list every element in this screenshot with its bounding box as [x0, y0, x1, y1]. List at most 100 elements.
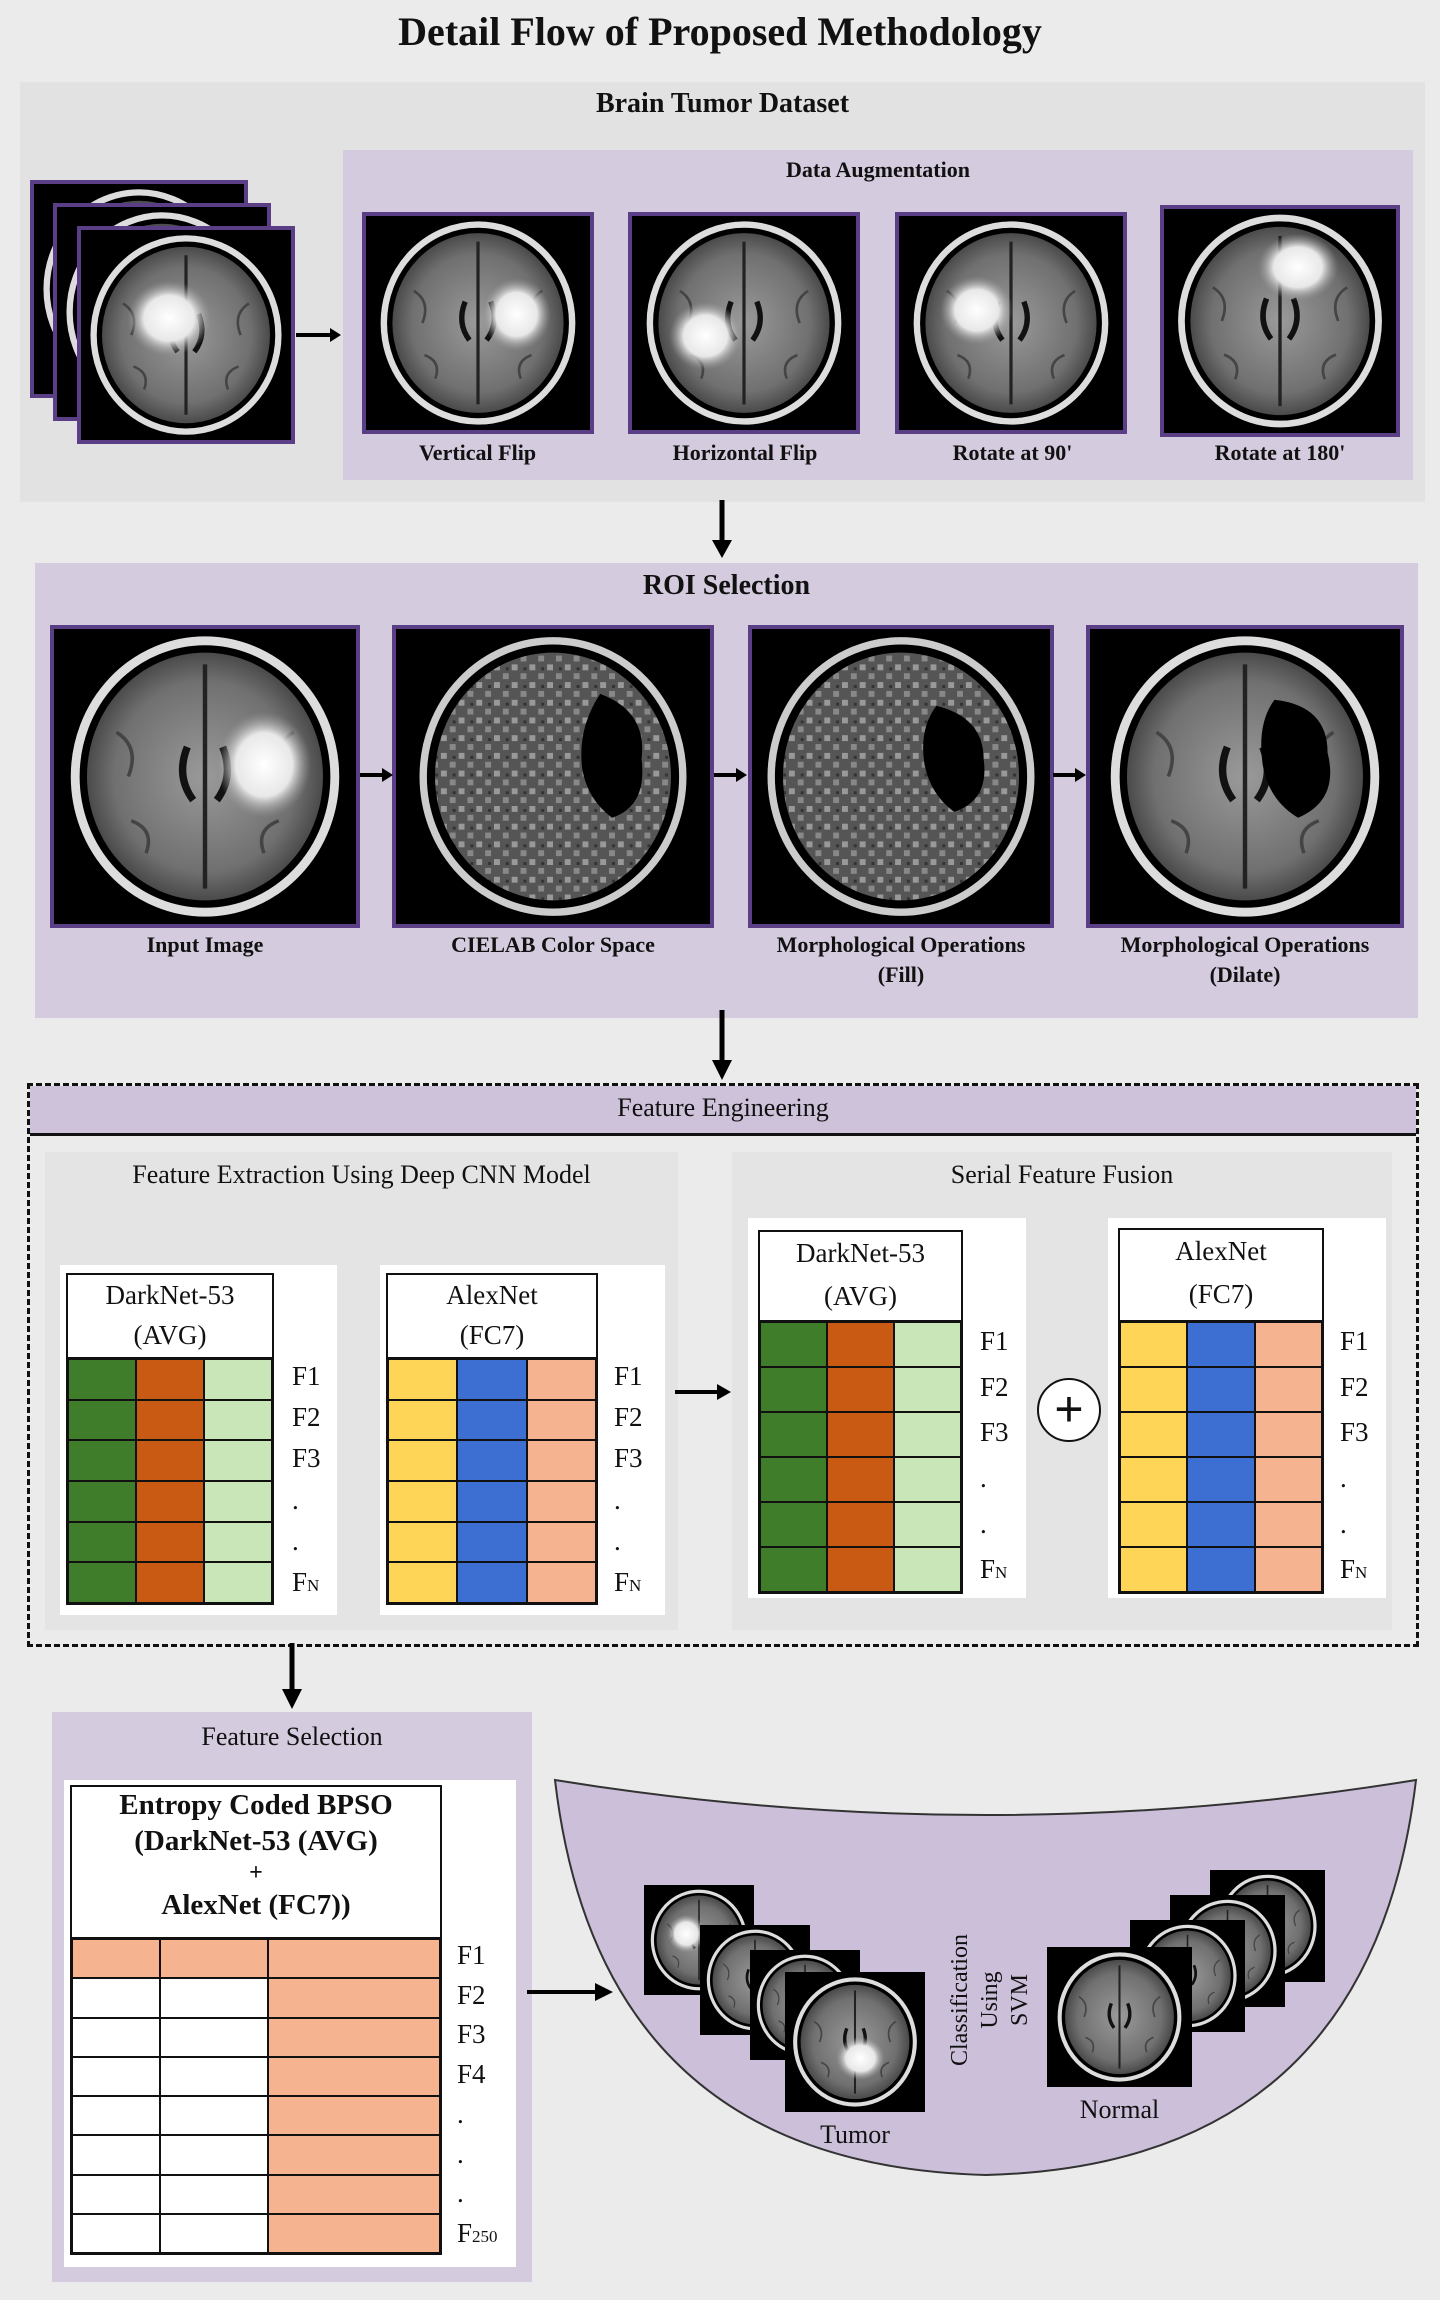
- feature-cell: [388, 1481, 458, 1522]
- arrow-to-augmentation: [296, 325, 341, 345]
- feature-cell: [268, 1939, 440, 1979]
- roi-input-image: [50, 625, 360, 928]
- feature-cell: [894, 1322, 961, 1367]
- feature-row-label: F3: [980, 1417, 1009, 1448]
- feature-cell: [760, 1502, 827, 1547]
- feature-cell: [136, 1481, 204, 1522]
- feature-cell: [894, 1367, 961, 1412]
- feature-cell: [760, 1367, 827, 1412]
- feature-row-subscript: N: [307, 1576, 320, 1596]
- feature-fusion-header: Serial Feature Fusion: [950, 1160, 1174, 1189]
- darknet-fusion-title: DarkNet-53 (AVG): [758, 1230, 963, 1322]
- augmentation-header: Data Augmentation: [786, 157, 970, 182]
- feature-row-label: FN: [1340, 1554, 1368, 1585]
- feature-cell: [72, 2096, 160, 2136]
- feature-row-label: .: [980, 1508, 987, 1539]
- roi-caption-fill: Morphological Operations (Fill): [776, 932, 1026, 987]
- roi-header: ROI Selection: [642, 570, 811, 601]
- feature-row-label: F3: [292, 1443, 321, 1474]
- feature-row-label: .: [614, 1484, 621, 1515]
- roi-arrow-3: [1053, 765, 1087, 785]
- feature-cell: [388, 1440, 458, 1481]
- feature-cell: [457, 1481, 527, 1522]
- feature-row-label: .: [614, 1526, 621, 1556]
- feature-cell: [1120, 1502, 1188, 1547]
- feature-cell: [72, 2174, 160, 2214]
- roi-dilate-image: [1086, 625, 1404, 928]
- feature-cell: [204, 1521, 272, 1563]
- dataset-image-input: [77, 226, 295, 444]
- feature-cell: [1254, 1412, 1322, 1457]
- feature-cell: [388, 1521, 458, 1563]
- alexnet-extraction-title: AlexNet (FC7): [386, 1273, 598, 1359]
- feature-row-label: F3: [457, 2019, 486, 2050]
- feature-cell: [1187, 1457, 1255, 1502]
- feature-cell: [1187, 1412, 1255, 1457]
- feature-row-label: F1: [1340, 1325, 1369, 1356]
- feature-row-label: .: [1340, 1462, 1347, 1493]
- feature-row-label: F2: [292, 1402, 321, 1432]
- feature-cell: [388, 1562, 458, 1603]
- classification-line-1: Classification: [947, 1934, 973, 2066]
- feature-row-label: F2: [980, 1371, 1009, 1402]
- feature-row-label: FN: [614, 1567, 642, 1598]
- feature-cell: [68, 1359, 136, 1400]
- feature-row-label: F1: [980, 1325, 1009, 1356]
- roi-arrow-2: [714, 765, 748, 785]
- feature-cell: [1187, 1502, 1255, 1547]
- feature-cell: [136, 1399, 204, 1441]
- feature-cell: [72, 2135, 160, 2175]
- feature-cell: [457, 1399, 527, 1441]
- alexnet-extraction-grid: [386, 1357, 598, 1605]
- feature-cell: [204, 1399, 272, 1441]
- feature-engineering-header: Feature Engineering: [30, 1086, 1416, 1136]
- dataset-header: Brain Tumor Dataset: [595, 88, 850, 119]
- feature-cell: [1187, 1547, 1255, 1592]
- aug-caption-horizontal-flip: Horizontal Flip: [672, 440, 818, 465]
- feature-cell: [268, 2056, 440, 2096]
- feature-cell: [526, 1521, 596, 1563]
- aug-caption-rotate-180: Rotate at 180': [1214, 440, 1346, 465]
- bpso-line-3: +: [249, 1860, 263, 1886]
- feature-cell: [760, 1322, 827, 1367]
- feature-cell: [1120, 1367, 1188, 1412]
- classification-bowl: [550, 1775, 1422, 2295]
- feature-row-label: F250: [457, 2218, 498, 2249]
- arrow-to-fusion: [675, 1380, 733, 1404]
- feature-row-subscript: N: [995, 1563, 1008, 1583]
- arrow-to-classification: [525, 1980, 615, 2004]
- feature-cell: [160, 2174, 268, 2214]
- feature-cell: [160, 2056, 268, 2096]
- normal-image-4: [1047, 1947, 1192, 2087]
- feature-row-label: F1: [457, 1939, 486, 1970]
- feature-row-label: F4: [457, 2059, 486, 2090]
- feature-row-label: .: [457, 2138, 464, 2169]
- feature-cell: [68, 1521, 136, 1563]
- feature-row-subscript: N: [629, 1576, 642, 1596]
- feature-cell: [160, 2017, 268, 2057]
- feature-row-label: F3: [1340, 1417, 1369, 1448]
- feature-cell: [894, 1502, 961, 1547]
- feature-row-label: .: [292, 1484, 299, 1515]
- aug-image-rotate-90: [895, 212, 1127, 434]
- feature-cell: [388, 1359, 458, 1400]
- feature-cell: [1120, 1547, 1188, 1592]
- aug-image-horizontal-flip: [628, 212, 860, 434]
- darknet-fusion-grid: [758, 1320, 963, 1594]
- feature-cell: [68, 1562, 136, 1603]
- aug-image-rotate-180: [1160, 205, 1400, 437]
- darknet-extraction-title: DarkNet-53 (AVG): [66, 1273, 274, 1359]
- feature-selection-header: Feature Selection: [201, 1722, 383, 1751]
- feature-cell: [204, 1481, 272, 1522]
- feature-row-label: FN: [980, 1554, 1008, 1585]
- arrow-to-roi: [710, 500, 734, 560]
- selected-features-grid: [70, 1937, 442, 2255]
- feature-row-label: F2: [457, 1979, 486, 2010]
- bpso-line-1: Entropy Coded BPSO: [119, 1789, 393, 1821]
- feature-row-subscript: N: [1355, 1563, 1368, 1583]
- feature-row-label: .: [980, 1462, 987, 1493]
- tumor-image-4: [785, 1972, 925, 2112]
